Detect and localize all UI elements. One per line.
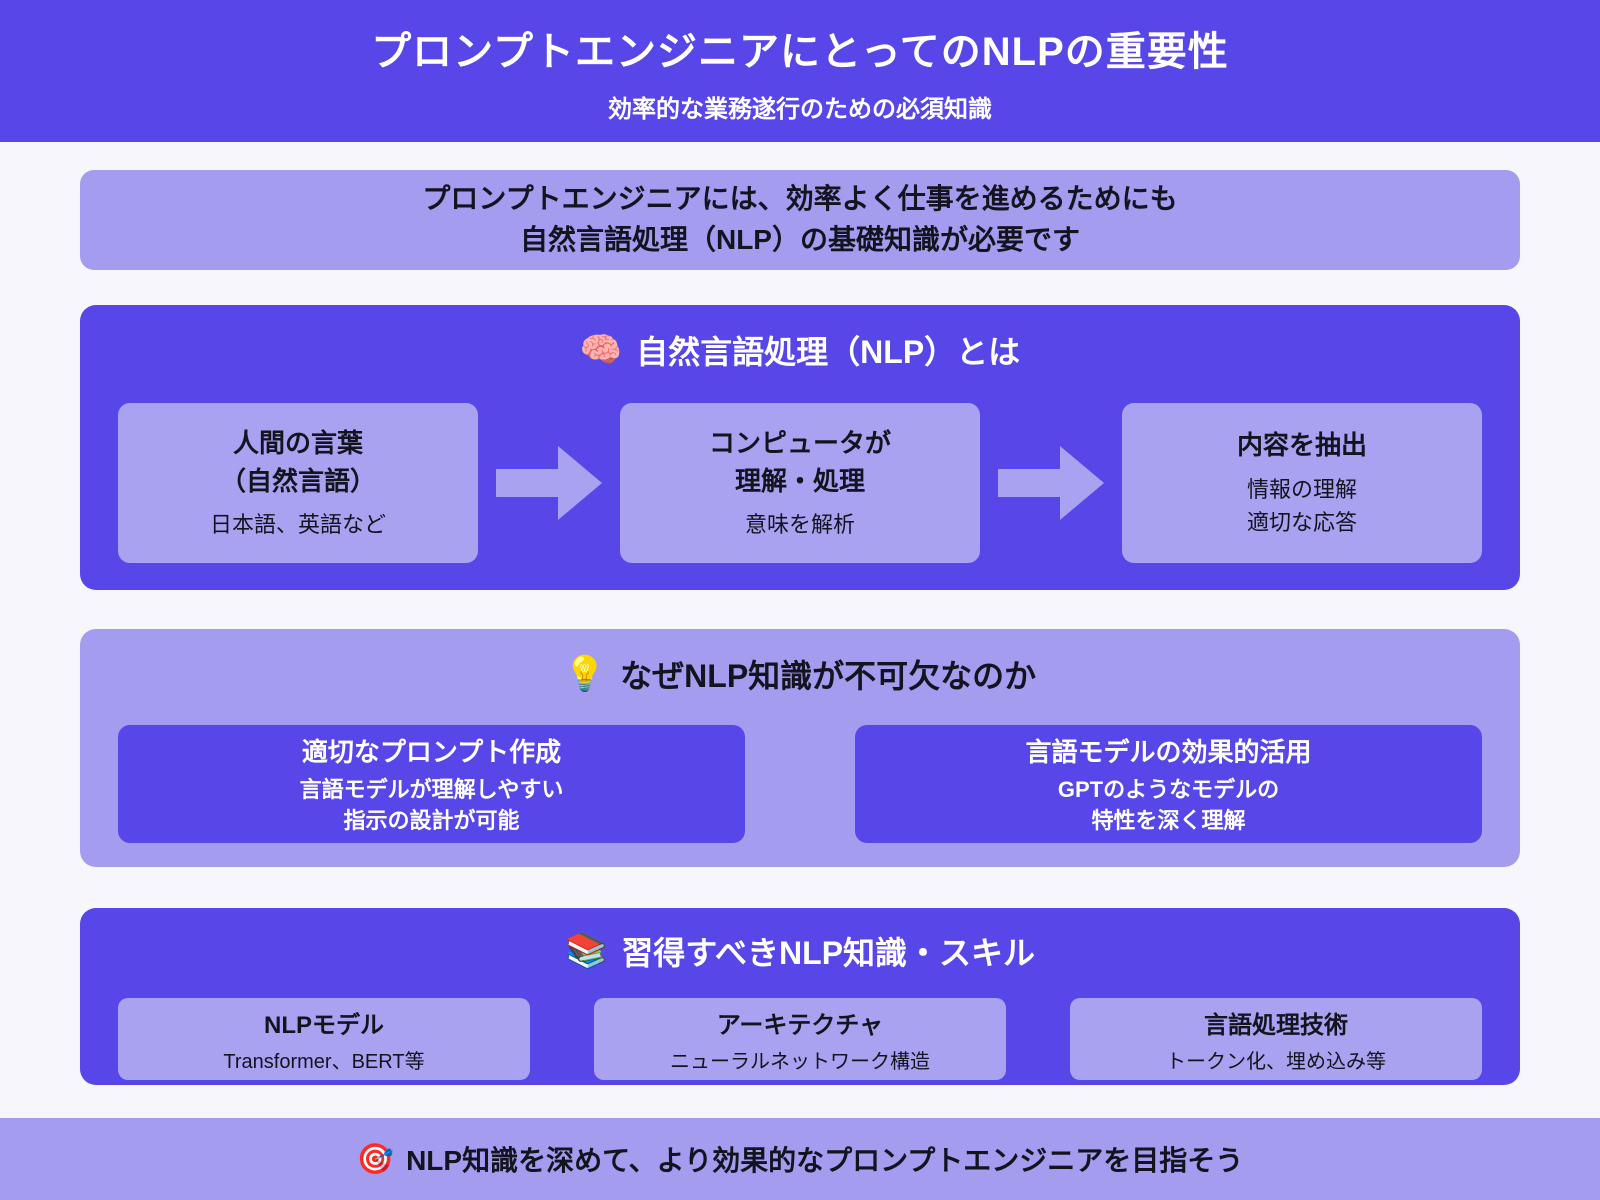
card-desc: トークン化、埋め込み等: [1166, 1050, 1386, 1073]
card-title: NLPモデル: [264, 1011, 384, 1039]
card-desc: GPTのようなモデルの 特性を深く理解: [1058, 775, 1279, 837]
lightbulb-icon: 💡: [563, 655, 607, 693]
section-why-nlp-title: 💡 なぜNLP知識が不可欠なのか: [118, 651, 1482, 697]
why-card-model-utilization: 言語モデルの効果的活用 GPTのようなモデルの 特性を深く理解: [855, 725, 1482, 843]
skill-card-nlp-models: NLPモデル Transformer、BERT等: [118, 998, 530, 1080]
card-desc-line: 意味を解析: [744, 512, 855, 538]
right-arrow-icon: [998, 446, 1104, 520]
page-subtitle: 効率的な業務遂行のための必須知識: [608, 95, 992, 123]
card-title-line: 内容を抽出: [1236, 430, 1367, 461]
card-desc-line: 適切な応答: [1246, 509, 1357, 535]
card-desc-line: GPTのようなモデルの: [1057, 776, 1280, 802]
page-title: プロンプトエンジニアにとってのNLPの重要性: [371, 29, 1229, 74]
nlp-flow-row: 人間の言葉 （自然言語） 日本語、英語など コンピュータが 理解・処理 意味を解…: [118, 403, 1482, 563]
why-card-prompt-creation: 適切なプロンプト作成 言語モデルが理解しやすい 指示の設計が可能: [118, 725, 745, 843]
brain-icon: 🧠: [579, 331, 623, 369]
card-desc-line: 日本語、英語など: [209, 512, 386, 538]
section-what-is-nlp-title: 🧠 自然言語処理（NLP）とは: [118, 327, 1482, 373]
card-desc: Transformer、BERT等: [223, 1050, 425, 1073]
card-title: コンピュータが 理解・処理: [709, 425, 891, 500]
section-what-is-nlp: 🧠 自然言語処理（NLP）とは 人間の言葉 （自然言語） 日本語、英語など コン…: [80, 305, 1520, 590]
card-title: 言語処理技術: [1204, 1011, 1348, 1039]
books-icon: 📚: [564, 932, 608, 970]
right-arrow-icon: [496, 446, 602, 520]
card-desc-line: 特性を深く理解: [1091, 807, 1246, 833]
card-title: アーキテクチャ: [716, 1011, 884, 1039]
card-desc-line: 指示の設計が可能: [343, 807, 520, 833]
card-title-line: 人間の言葉: [232, 427, 363, 458]
footer-text: NLP知識を深めて、より効果的なプロンプトエンジニアを目指そう: [406, 1145, 1244, 1176]
skills-cards-row: NLPモデル Transformer、BERT等 アーキテクチャ ニューラルネッ…: [118, 998, 1482, 1080]
intro-line-1: プロンプトエンジニアには、効率よく仕事を進めるためにも: [422, 183, 1178, 215]
flow-card-computer-processing: コンピュータが 理解・処理 意味を解析: [620, 403, 980, 563]
section-title-text: 習得すべきNLP知識・スキル: [621, 935, 1036, 971]
card-desc: 日本語、英語など: [210, 508, 386, 541]
card-title-line: コンピュータが: [708, 427, 891, 458]
card-title: 内容を抽出: [1237, 427, 1367, 465]
card-title-line: （自然言語）: [219, 465, 376, 496]
card-desc: 言語モデルが理解しやすい 指示の設計が可能: [300, 775, 564, 837]
target-icon: 🎯: [356, 1142, 395, 1176]
card-desc-line: 言語モデルが理解しやすい: [299, 776, 564, 802]
card-desc: ニューラルネットワーク構造: [670, 1050, 930, 1073]
card-title: 適切なプロンプト作成: [301, 736, 562, 767]
skill-card-language-processing: 言語処理技術 トークン化、埋め込み等: [1070, 998, 1482, 1080]
section-skills-title: 📚 習得すべきNLP知識・スキル: [118, 928, 1482, 974]
intro-line-2: 自然言語処理（NLP）の基礎知識が必要です: [519, 224, 1080, 255]
footer-banner: 🎯 NLP知識を深めて、より効果的なプロンプトエンジニアを目指そう: [0, 1118, 1600, 1200]
card-title: 人間の言葉 （自然言語）: [220, 425, 376, 500]
section-title-text: 自然言語処理（NLP）とは: [636, 334, 1021, 370]
flow-card-extract-content: 内容を抽出 情報の理解 適切な応答: [1122, 403, 1482, 563]
header: プロンプトエンジニアにとってのNLPの重要性 効率的な業務遂行のための必須知識: [0, 0, 1600, 142]
card-title: 言語モデルの効果的活用: [1025, 736, 1312, 767]
section-why-nlp: 💡 なぜNLP知識が不可欠なのか 適切なプロンプト作成 言語モデルが理解しやすい…: [80, 629, 1520, 867]
why-cards-row: 適切なプロンプト作成 言語モデルが理解しやすい 指示の設計が可能 言語モデルの効…: [118, 725, 1482, 843]
skill-card-architecture: アーキテクチャ ニューラルネットワーク構造: [594, 998, 1006, 1080]
section-skills: 📚 習得すべきNLP知識・スキル NLPモデル Transformer、BERT…: [80, 908, 1520, 1085]
card-desc: 情報の理解 適切な応答: [1247, 473, 1357, 539]
flow-card-human-language: 人間の言葉 （自然言語） 日本語、英語など: [118, 403, 478, 563]
card-desc-line: 情報の理解: [1246, 476, 1357, 502]
intro-banner: プロンプトエンジニアには、効率よく仕事を進めるためにも 自然言語処理（NLP）の…: [80, 170, 1520, 270]
section-title-text: なぜNLP知識が不可欠なのか: [620, 658, 1037, 694]
card-title-line: 理解・処理: [734, 465, 865, 496]
card-desc: 意味を解析: [745, 508, 855, 541]
